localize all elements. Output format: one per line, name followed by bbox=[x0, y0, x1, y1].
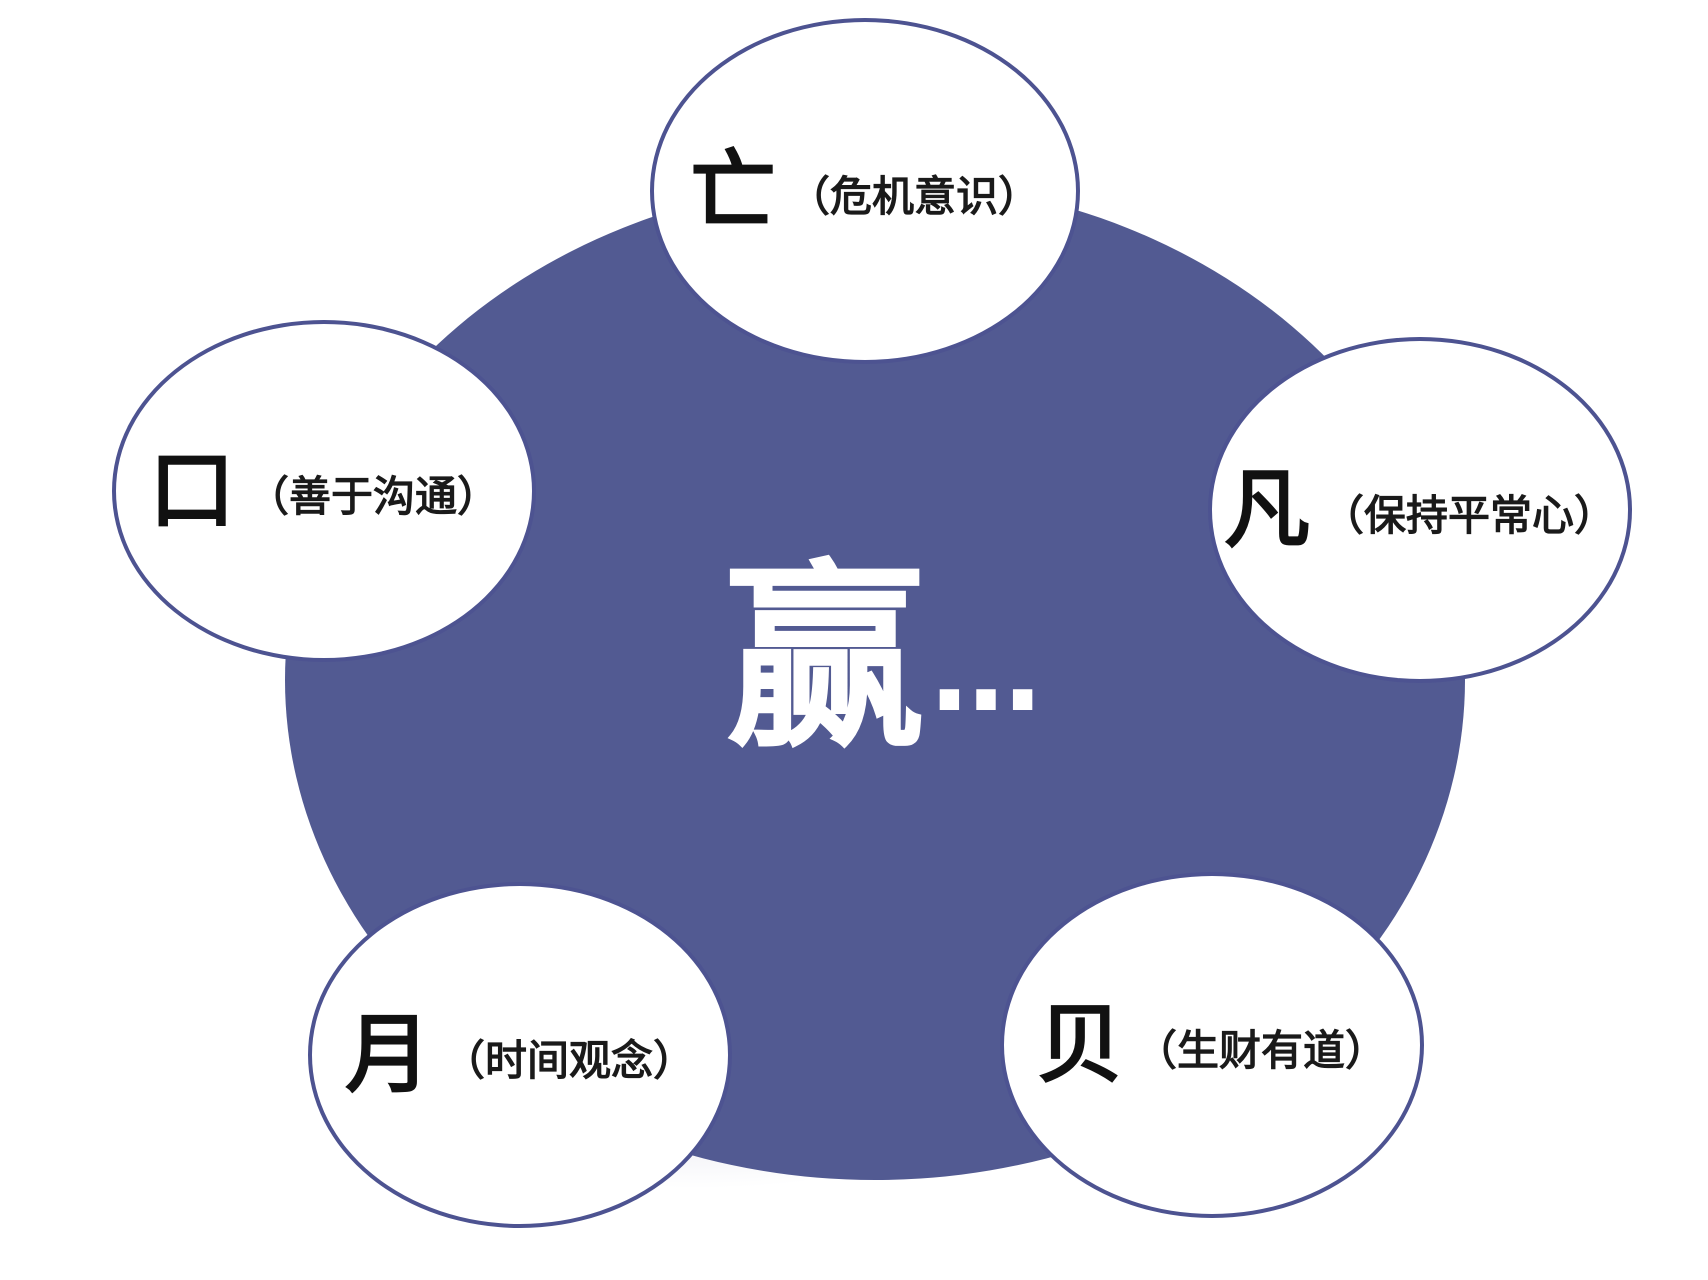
node-text: （保持平常心） bbox=[1321, 491, 1616, 540]
node-text: （危机意识） bbox=[787, 172, 1040, 221]
node-char: 凡 bbox=[1223, 460, 1310, 560]
node-char: 口 bbox=[148, 441, 235, 541]
node-char: 亡 bbox=[689, 141, 776, 241]
node-crisis-awareness: 亡 （危机意识） bbox=[650, 18, 1080, 364]
node-char: 月 bbox=[344, 1005, 431, 1105]
node-text: （时间观念） bbox=[442, 1036, 695, 1085]
center-char: 赢 bbox=[725, 543, 926, 776]
node-communication: 口 （善于沟通） bbox=[112, 320, 536, 662]
node-char: 贝 bbox=[1036, 995, 1123, 1095]
center-ellipsis: … bbox=[931, 608, 1042, 736]
node-wealth-way: 贝 （生财有道） bbox=[1000, 872, 1424, 1218]
node-text: （生财有道） bbox=[1134, 1026, 1387, 1075]
node-time-concept: 月 （时间观念） bbox=[308, 882, 732, 1228]
center-label: 赢 … bbox=[725, 545, 1041, 775]
node-calm-mind: 凡 （保持平常心） bbox=[1208, 337, 1632, 683]
node-text: （善于沟通） bbox=[246, 472, 499, 521]
